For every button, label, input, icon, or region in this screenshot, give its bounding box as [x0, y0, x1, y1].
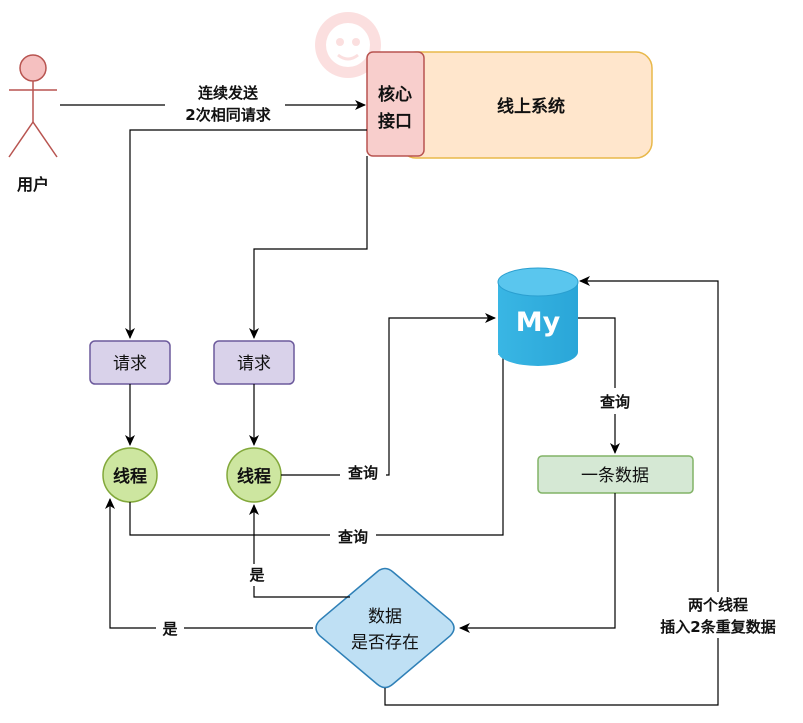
- decision-label-1: 数据: [368, 607, 402, 627]
- core-interface-box: [366, 51, 425, 157]
- edge-label-insert-1: 两个线程: [688, 596, 748, 614]
- edge-label-bg: [640, 592, 800, 638]
- edge-label-bg: [244, 564, 270, 586]
- edge-core-to-request-2: [249, 156, 368, 339]
- edge-label-bg: [330, 524, 376, 548]
- edge-label-bg: [340, 460, 386, 484]
- edge-label-send-2: 2次相同请求: [185, 106, 271, 124]
- watermark-logo: [315, 12, 381, 78]
- edge-core-to-request-1: [125, 129, 367, 339]
- online-system-label: 线上系统: [497, 96, 565, 117]
- core-interface-label-2: 接口: [378, 111, 412, 132]
- edge-db-to-record: [578, 317, 620, 454]
- request-label-1: 请求: [113, 354, 147, 374]
- edge-decision-to-thread-1: [105, 498, 313, 629]
- mysql-database-icon: [497, 267, 579, 366]
- edge-label-bg: [592, 388, 638, 414]
- thread-label-1: 线程: [113, 466, 147, 487]
- database-label: My: [516, 307, 561, 338]
- edge-thread-2-to-db: [281, 313, 496, 476]
- edge-label-query-db: 查询: [600, 393, 630, 411]
- edge-label-yes-thread-2: 是: [248, 566, 265, 584]
- edge-label-query-thread-1: 查询: [338, 528, 368, 546]
- request-label-2: 请求: [237, 354, 271, 374]
- one-record-label: 一条数据: [581, 466, 649, 486]
- decision-diamond: [315, 567, 455, 689]
- core-interface-label-1: 核心: [378, 84, 412, 105]
- edge-label-query-thread-2: 查询: [348, 464, 378, 482]
- edge-record-to-decision: [459, 493, 616, 633]
- edge-decision-to-thread-2: [249, 504, 350, 598]
- edge-label-yes-thread-1: 是: [161, 620, 178, 638]
- edge-label-bg: [165, 80, 285, 124]
- edge-thread-1-to-db: [129, 344, 508, 536]
- edge-label-bg: [156, 618, 184, 640]
- user-label: 用户: [17, 175, 49, 194]
- user-actor-icon: [8, 54, 58, 158]
- decision-label-2: 是否存在: [351, 633, 419, 653]
- thread-label-2: 线程: [237, 466, 271, 487]
- edge-label-insert-2: 插入2条重复数据: [660, 618, 775, 636]
- edge-label-send-1: 连续发送: [198, 84, 259, 102]
- edge-decision-to-db-insert: [384, 276, 719, 706]
